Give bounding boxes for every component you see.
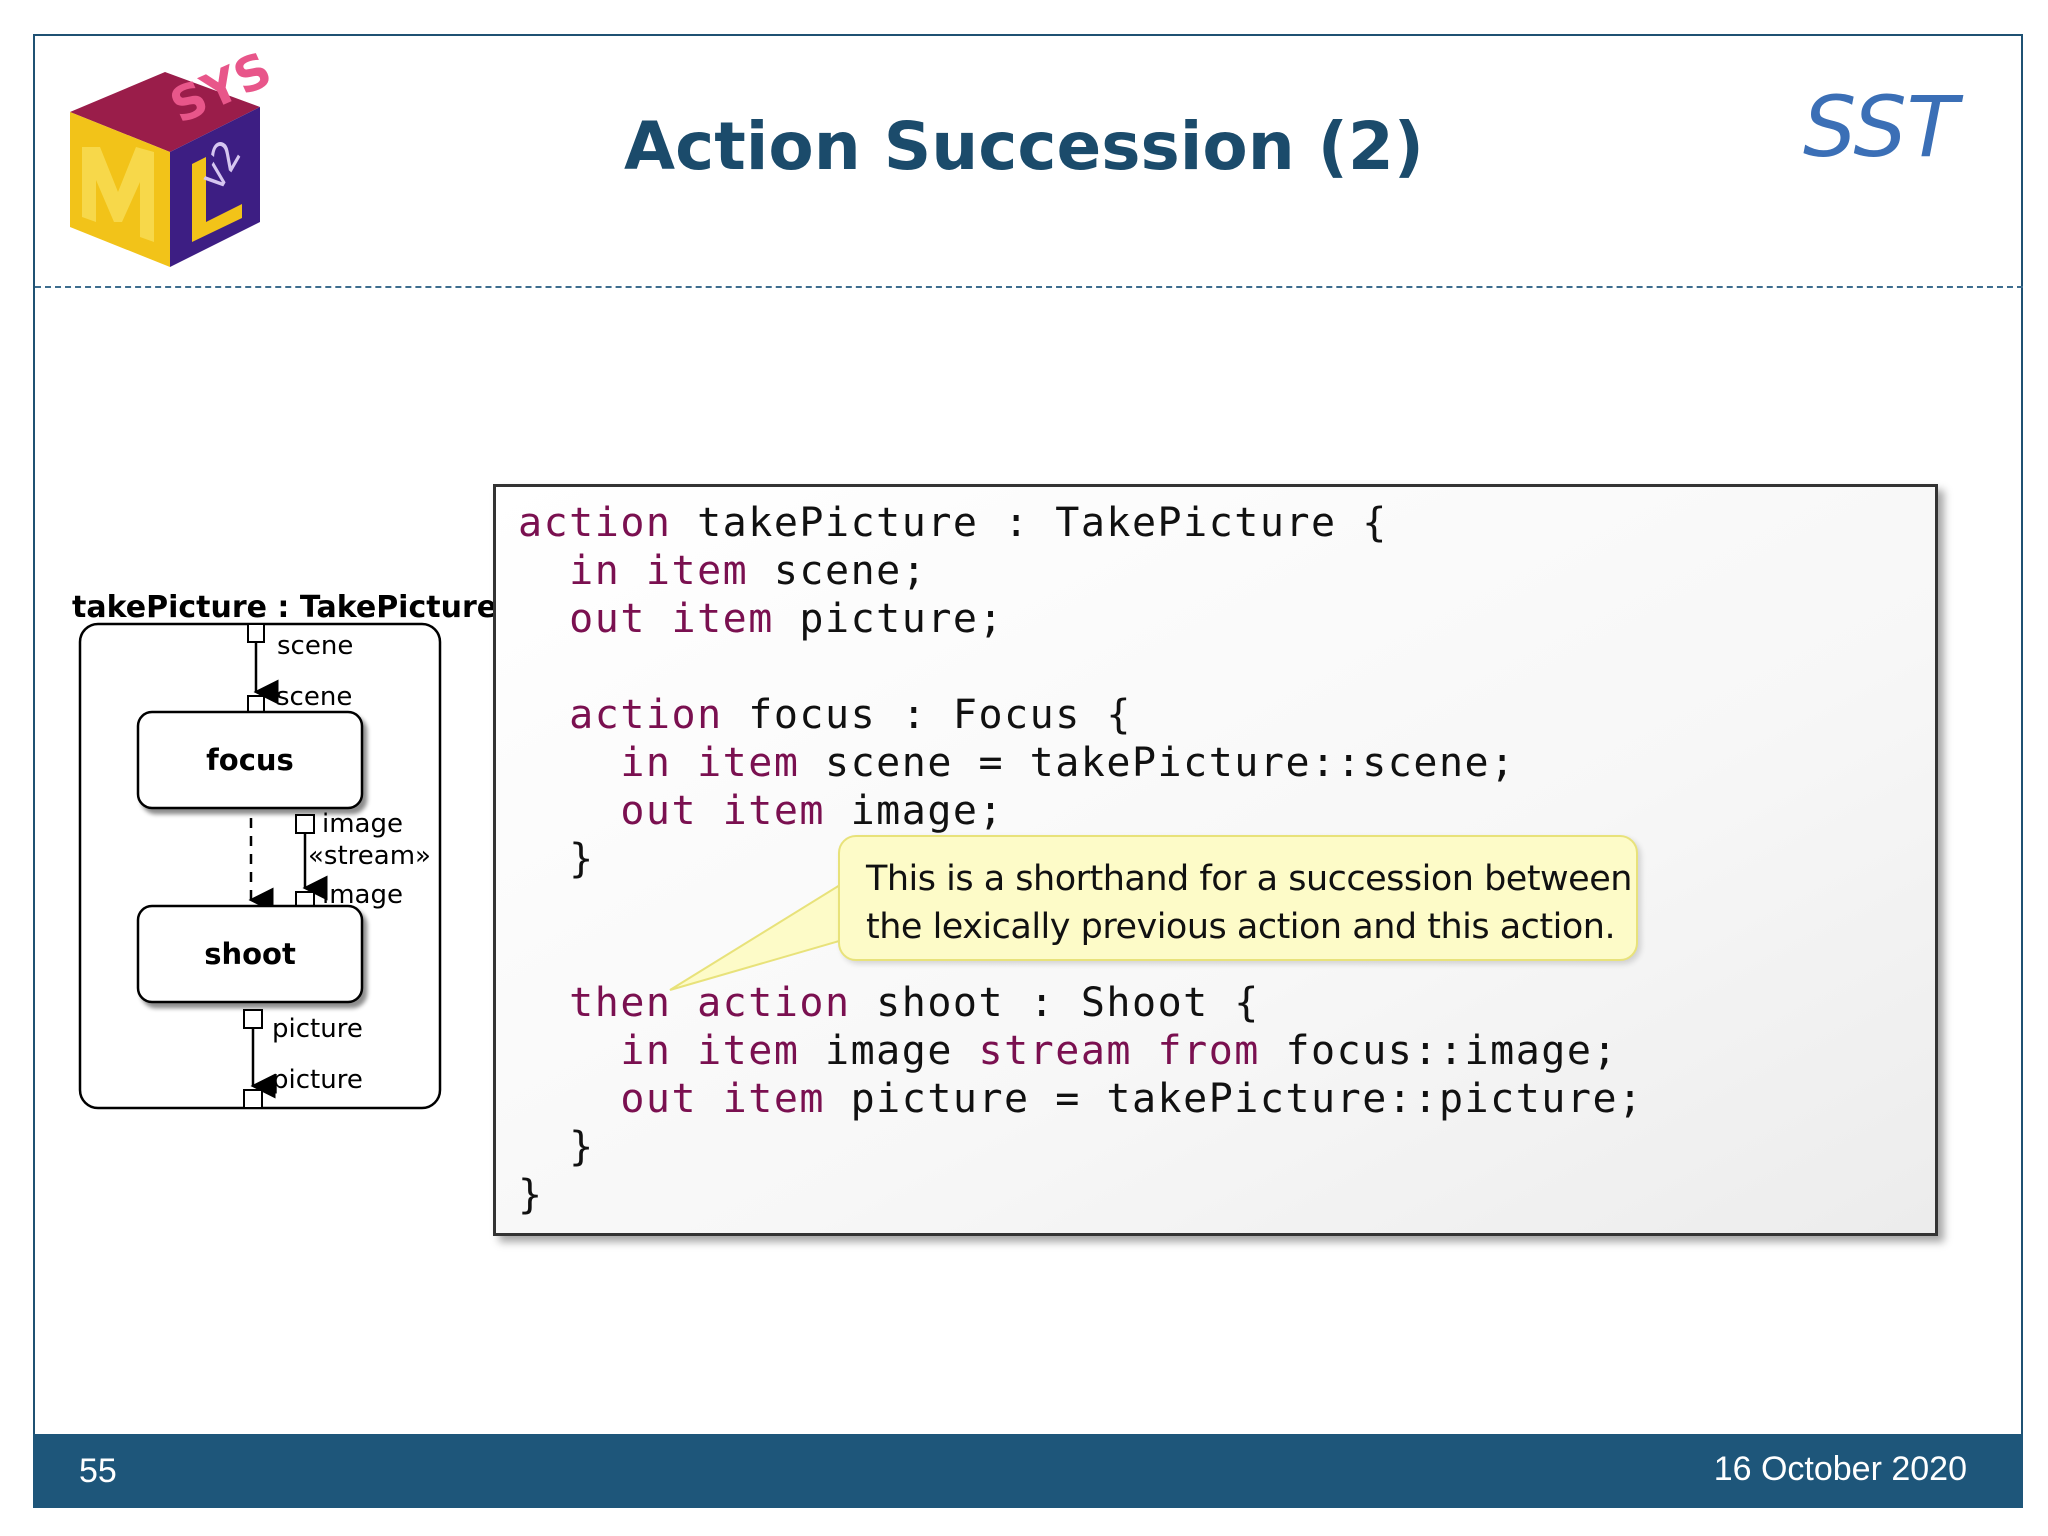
port-scene-inner-label: scene bbox=[276, 682, 352, 712]
footer-date: 16 October 2020 bbox=[1713, 1450, 1967, 1488]
port-image-out bbox=[295, 814, 315, 834]
port-picture-inner-label: picture bbox=[272, 1014, 363, 1044]
port-scene-inner bbox=[247, 695, 265, 713]
activity-diagram: scene scene focus image «stream» image s… bbox=[78, 622, 442, 1110]
port-scene-outer bbox=[247, 623, 265, 643]
action-shoot-label: shoot bbox=[204, 937, 296, 971]
code-listing: action takePicture : TakePicture { in it… bbox=[518, 499, 1644, 1219]
action-focus-label: focus bbox=[206, 743, 294, 777]
code-text bbox=[518, 548, 569, 594]
code-text: picture; bbox=[773, 596, 1005, 642]
action-focus bbox=[136, 710, 364, 810]
port-scene-outer-label: scene bbox=[277, 631, 353, 661]
code-text: image; bbox=[824, 788, 1005, 834]
code-line: action focus : Focus { bbox=[518, 691, 1644, 739]
code-text bbox=[518, 740, 620, 786]
port-picture-outer bbox=[243, 1089, 263, 1109]
code-text: scene = takePicture::scene; bbox=[799, 740, 1516, 786]
code-keyword: then action bbox=[569, 980, 851, 1026]
code-text: } bbox=[518, 1124, 595, 1170]
callout-line-1: This is a shorthand for a succession bet… bbox=[866, 859, 1632, 899]
code-line: out item image; bbox=[518, 787, 1644, 835]
code-line: then action shoot : Shoot { bbox=[518, 979, 1644, 1027]
code-text: picture = takePicture::picture; bbox=[824, 1076, 1644, 1122]
code-keyword: out item bbox=[620, 788, 825, 834]
code-line: } bbox=[518, 1171, 1644, 1219]
diagram-title: takePicture : TakePicture bbox=[72, 590, 498, 625]
code-line: out item picture = takePicture::picture; bbox=[518, 1075, 1644, 1123]
code-text: focus : Focus { bbox=[722, 692, 1132, 738]
code-line: out item picture; bbox=[518, 595, 1644, 643]
code-text: image bbox=[799, 1028, 979, 1074]
code-keyword: in item bbox=[569, 548, 749, 594]
code-line: action takePicture : TakePicture { bbox=[518, 499, 1644, 547]
code-keyword: in item bbox=[620, 1028, 800, 1074]
code-keyword: in item bbox=[620, 740, 800, 786]
header-divider bbox=[35, 286, 2023, 288]
port-picture-outer-label: picture bbox=[272, 1065, 363, 1095]
slide-title: Action Succession (2) bbox=[624, 108, 1424, 185]
code-text: scene; bbox=[748, 548, 928, 594]
stream-stereotype: «stream» bbox=[308, 841, 431, 871]
code-keyword: out item bbox=[620, 1076, 825, 1122]
callout-pointer bbox=[669, 883, 860, 991]
code-line: in item scene = takePicture::scene; bbox=[518, 739, 1644, 787]
action-shoot bbox=[136, 904, 364, 1004]
code-text bbox=[518, 788, 620, 834]
port-picture-inner bbox=[243, 1009, 263, 1029]
port-image-out-label: image bbox=[322, 809, 403, 839]
code-line: in item image stream from focus::image; bbox=[518, 1027, 1644, 1075]
code-text: shoot : Shoot { bbox=[850, 980, 1260, 1026]
code-text: } bbox=[518, 1172, 544, 1218]
code-text bbox=[518, 596, 569, 642]
code-keyword: out item bbox=[569, 596, 774, 642]
code-line: in item scene; bbox=[518, 547, 1644, 595]
organization-label: SST bbox=[1803, 78, 1958, 176]
code-text bbox=[518, 1028, 620, 1074]
code-keyword: action bbox=[518, 500, 672, 546]
code-text: } bbox=[518, 836, 595, 882]
code-text bbox=[518, 692, 569, 738]
sysml-v2-logo: SYS v2 bbox=[70, 52, 270, 267]
code-line: } bbox=[518, 1123, 1644, 1171]
code-keyword: stream from bbox=[978, 1028, 1260, 1074]
code-line: } bbox=[518, 835, 1644, 883]
code-text: takePicture : TakePicture { bbox=[671, 500, 1388, 546]
callout-line-2: the lexically previous action and this a… bbox=[866, 907, 1616, 947]
code-text bbox=[518, 1076, 620, 1122]
code-keyword: action bbox=[569, 692, 723, 738]
code-text bbox=[518, 980, 569, 1026]
callout-note: This is a shorthand for a succession bet… bbox=[838, 835, 1638, 961]
page-number: 55 bbox=[79, 1452, 117, 1490]
code-line bbox=[518, 643, 1644, 691]
code-text: focus::image; bbox=[1259, 1028, 1619, 1074]
footer-bar: 55 16 October 2020 bbox=[33, 1434, 2023, 1508]
